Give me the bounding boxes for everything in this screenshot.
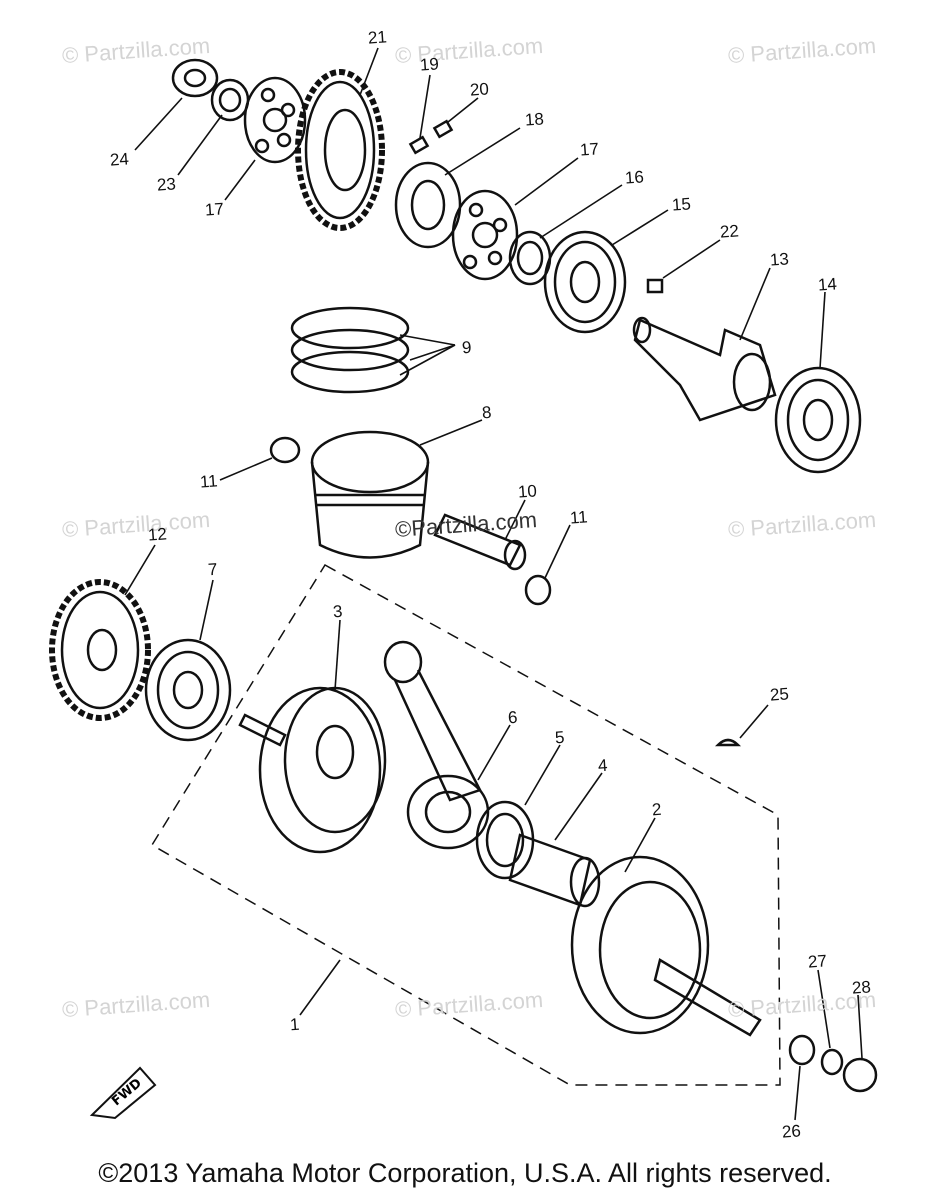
part-12-gear [49,579,151,721]
callout-28: 28 [851,977,872,998]
callout-27: 27 [807,951,828,972]
callout-4: 4 [597,755,609,776]
callout-21: 21 [367,27,388,48]
part-7-bearing [144,638,232,742]
callout-6: 6 [507,707,519,728]
callout-7: 7 [207,559,219,580]
part-28-nut [842,1057,878,1093]
part-27-lockwasher [820,1048,844,1076]
part-3-crank-left [238,686,387,854]
callout-13: 13 [769,249,790,270]
callout-10: 10 [517,481,538,502]
callout-11: 11 [199,471,219,492]
part-11-clip-b [524,574,552,606]
part-9-piston-rings [290,306,410,394]
part-2-crank-right [570,855,762,1037]
callout-11b: 11 [569,507,589,528]
part-17-plate-b [451,189,519,281]
callout-14: 14 [817,274,838,295]
part-17-plate [243,76,307,164]
callout-9: 9 [461,337,473,358]
callout-19: 19 [419,54,440,75]
callout-23: 23 [156,174,177,195]
callout-26: 26 [781,1121,802,1142]
callout-2: 2 [651,799,663,820]
part-25-key [714,738,742,747]
assembly-boundary [150,563,781,1086]
copyright-notice: ©2013 Yamaha Motor Corporation, U.S.A. A… [98,1158,832,1188]
part-6-connecting-rod [383,640,490,850]
part-5-needle-bearing [475,800,535,880]
part-23-washer [210,78,250,122]
part-8-piston [310,430,430,559]
fwd-arrow-icon [89,1066,157,1120]
callout-8: 8 [481,402,493,423]
callout-16: 16 [624,167,645,188]
callout-17: 17 [579,139,600,160]
part-21-gear [295,69,385,231]
callout-1: 1 [289,1014,301,1035]
callout-3: 3 [332,601,344,622]
part-14-bearing [774,366,862,474]
callout-25: 25 [769,684,790,705]
part-13-crank-pin-shaft [632,316,777,422]
callout-17b: 17 [204,199,225,220]
part-26-washer [788,1034,816,1066]
callout-24: 24 [109,149,130,170]
callout-18: 18 [524,109,545,130]
callout-5: 5 [554,727,566,748]
part-10-piston-pin [433,513,527,571]
callout-15: 15 [671,194,692,215]
part-11-clip [269,436,301,464]
callout-20: 20 [469,79,490,100]
part-24-nut [171,58,219,98]
callout-22: 22 [719,221,740,242]
part-19-spring [408,135,430,155]
part-15-bearing [543,230,627,334]
part-20-pin [432,119,454,139]
callout-12: 12 [147,524,168,545]
part-22-key [646,278,664,294]
part-18-hub [394,161,462,249]
